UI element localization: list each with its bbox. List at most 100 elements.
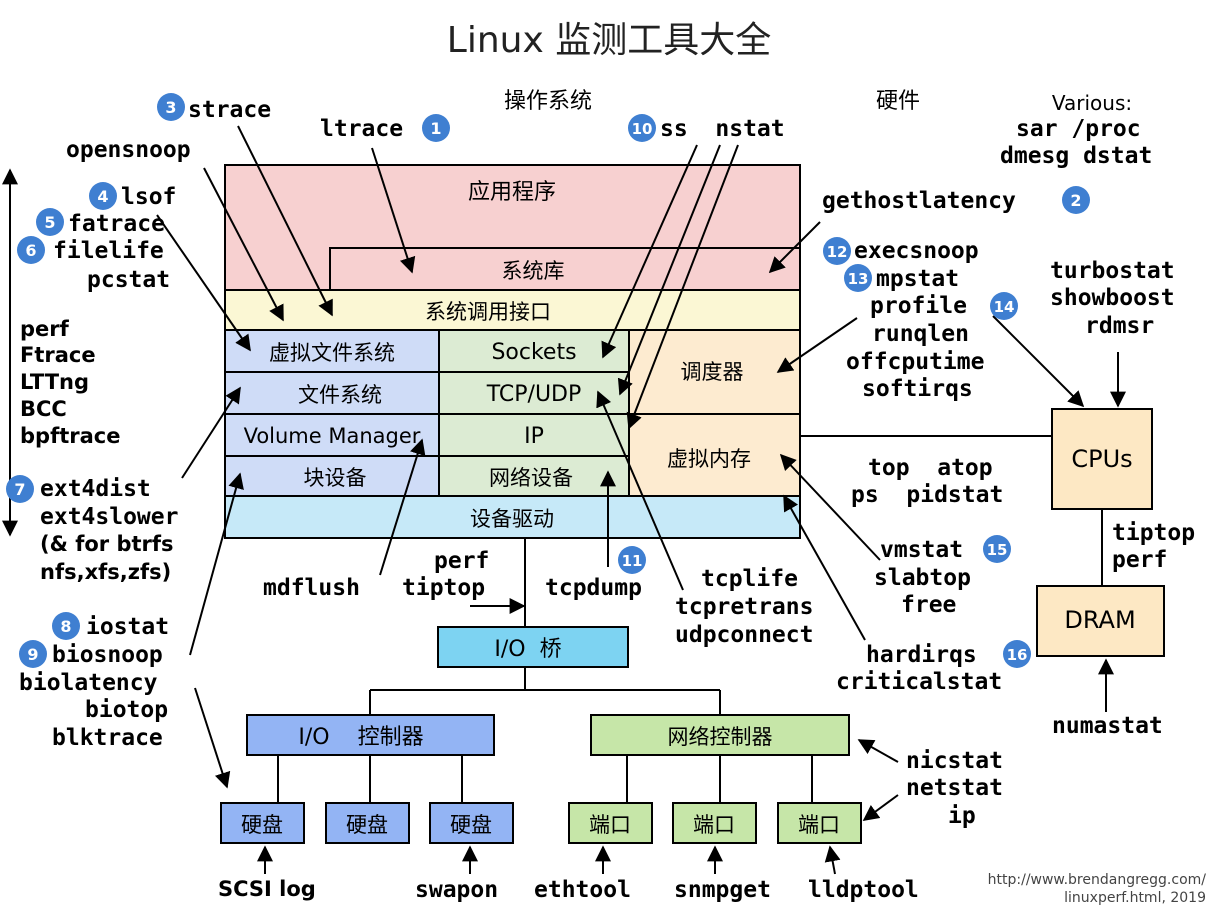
tool-ltrace: ltrace: [320, 116, 403, 142]
port-2-label: 端口: [693, 813, 735, 837]
badge-2: 2: [1062, 186, 1090, 214]
svg-text:4: 4: [97, 187, 108, 206]
io-bridge: [437, 626, 629, 668]
tool-runqlen: runqlen: [872, 321, 969, 347]
tool-filelife: filelife: [53, 238, 164, 264]
tool-showboost: showboost: [1050, 285, 1175, 311]
layer-sockets-label: Sockets: [491, 340, 576, 365]
tool-swapon: swapon: [415, 877, 498, 903]
svg-text:13: 13: [848, 270, 869, 288]
badge-4: 4: [89, 182, 117, 210]
disk-2: [325, 802, 410, 844]
header-hardware: 硬件: [876, 89, 920, 114]
badge-8: 8: [52, 612, 80, 640]
tool-gethostlatency: gethostlatency: [822, 188, 1016, 214]
tool-labels: strace ltrace ss nstat sar /proc dmesg d…: [19, 97, 1195, 903]
layer-vfs-label: 虚拟文件系统: [269, 341, 395, 365]
badge-10: 10: [628, 114, 656, 142]
tool-lldptool: lldptool: [808, 877, 919, 903]
network-controller-label: 网络控制器: [668, 725, 773, 749]
layer-fs-label: 文件系统: [298, 383, 382, 407]
svg-text:3: 3: [165, 98, 176, 117]
svg-text:7: 7: [14, 480, 25, 499]
tool-tiptop-mid: tiptop: [402, 575, 485, 601]
tool-profile: profile: [870, 293, 967, 319]
layer-device-driver-label: 设备驱动: [470, 507, 554, 531]
layer-scheduler-label: 调度器: [681, 360, 744, 384]
badge-9: 9: [19, 640, 47, 668]
tool-biotop: biotop: [85, 697, 168, 723]
svg-text:12: 12: [827, 243, 848, 261]
tool-bcc: BCC: [20, 397, 67, 421]
cpus-box: [1051, 408, 1153, 510]
io-controller-label: I/O 控制器: [298, 725, 423, 750]
badge-1: 1: [422, 114, 450, 142]
badge-12: 12: [823, 237, 851, 265]
layer-ip-label: IP: [524, 424, 544, 449]
svg-text:14: 14: [994, 298, 1015, 316]
badge-14: 14: [990, 292, 1018, 320]
svg-text:6: 6: [25, 241, 36, 260]
svg-text:5: 5: [44, 213, 55, 232]
disk-3: [429, 802, 514, 844]
svg-text:16: 16: [1007, 646, 1028, 664]
badge-5: 5: [36, 208, 64, 236]
tool-mdflush: mdflush: [263, 575, 360, 601]
tool-labels-sans: perf Ftrace LTTng BCC bpftrace (& for bt…: [20, 317, 316, 901]
tool-turbostat: turbostat: [1050, 258, 1175, 284]
layer-volume-manager-label: Volume Manager: [244, 424, 421, 448]
network-controller: [590, 714, 850, 756]
tool-perf-right: perf: [1112, 547, 1167, 573]
tool-ext4dist: ext4dist: [40, 476, 151, 502]
tool-scsi-log: SCSI log: [218, 877, 316, 901]
arrows: [2, 125, 1126, 875]
dram-label: DRAM: [1064, 606, 1135, 634]
tool-nicstat: nicstat: [906, 748, 1003, 774]
tool-free: free: [901, 592, 956, 618]
cpus-label: CPUs: [1071, 445, 1132, 473]
svg-text:9: 9: [27, 645, 38, 664]
svg-text:2: 2: [1070, 191, 1081, 210]
layer-syscall-label: 系统调用接口: [425, 300, 551, 324]
tool-execsnoop: execsnoop: [854, 238, 979, 264]
tool-bpftrace: bpftrace: [20, 424, 120, 448]
port-2: [672, 802, 757, 844]
tool-criticalstat: criticalstat: [836, 669, 1002, 695]
header-os: 操作系统: [504, 89, 592, 114]
tool-for-btrfs: (& for btrfs: [40, 532, 174, 556]
disk-1-label: 硬盘: [241, 813, 283, 837]
tool-blktrace: blktrace: [52, 725, 163, 751]
tool-perf-left: perf: [20, 317, 70, 341]
layer-syslib-label: 系统库: [502, 259, 565, 283]
svg-text:8: 8: [60, 617, 71, 636]
layer-netdev: [438, 455, 630, 497]
tool-sar-proc: sar /proc: [1016, 116, 1141, 142]
dram-box: [1036, 585, 1165, 657]
layer-tcpudp-label: TCP/UDP: [486, 382, 582, 407]
header-various: Various:: [1052, 91, 1132, 115]
tool-ethtool: ethtool: [534, 877, 631, 903]
tool-iostat: iostat: [86, 614, 169, 640]
tool-pcstat: pcstat: [87, 267, 170, 293]
layer-device-driver: [224, 495, 801, 539]
syslib-outline: [329, 247, 800, 290]
tool-ps-pidstat: ps pidstat: [851, 482, 1003, 508]
tool-biosnoop: biosnoop: [52, 642, 163, 668]
io-controller: [246, 714, 495, 756]
layer-netdev-label: 网络设备: [489, 466, 573, 490]
tool-fatrace: fatrace: [68, 211, 165, 237]
tool-perf-mid: perf: [434, 548, 489, 574]
tool-tcpdump: tcpdump: [545, 575, 642, 601]
tool-udpconnect: udpconnect: [675, 622, 813, 648]
badge-7: 7: [6, 475, 34, 503]
svg-text:1: 1: [430, 119, 441, 138]
tool-biolatency: biolatency: [19, 670, 158, 696]
layer-vmem: [628, 413, 801, 497]
tool-slabtop: slabtop: [874, 565, 971, 591]
tool-mpstat: mpstat: [876, 266, 959, 292]
badge-11: 11: [618, 546, 646, 574]
tool-offcputime: offcputime: [846, 349, 984, 375]
tool-opensnoop: opensnoop: [66, 137, 191, 163]
svg-text:10: 10: [632, 120, 653, 138]
